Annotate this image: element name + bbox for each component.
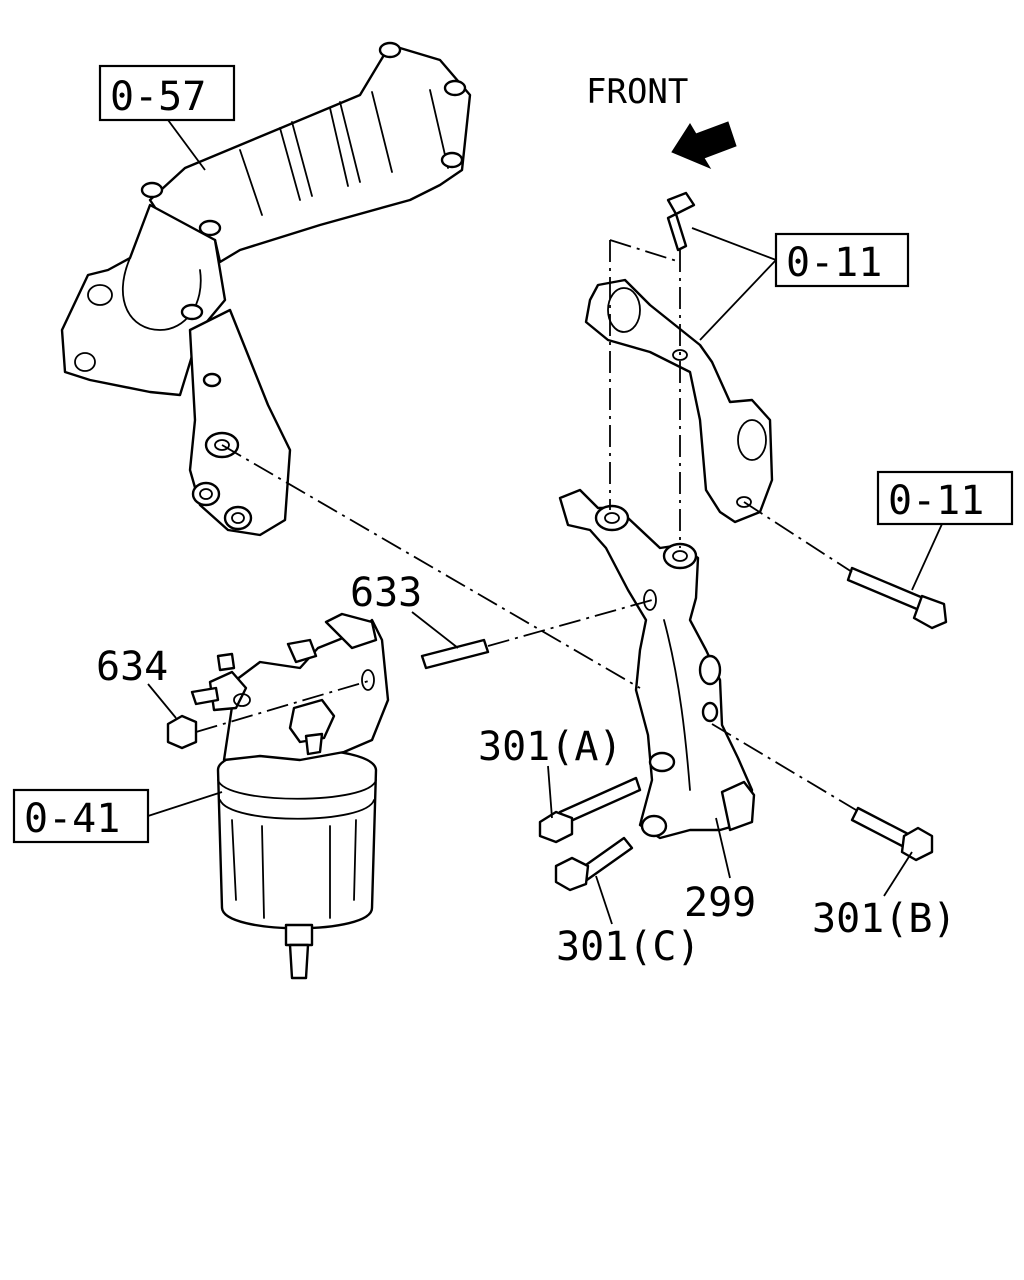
svg-text:299: 299 [684, 880, 756, 926]
fuel-filter-assembly [190, 612, 390, 980]
callout-0-11-right[interactable]: 0-11 [876, 470, 1014, 591]
svg-text:301(C): 301(C) [556, 924, 701, 970]
front-label: FRONT [586, 72, 688, 112]
nut-634 [166, 714, 198, 750]
svg-text:0-41: 0-41 [24, 796, 120, 842]
centerline-bracket-to-cooler [221, 444, 641, 689]
callout-633[interactable]: 633 [350, 570, 459, 649]
centerline-nut [195, 679, 373, 733]
egr-cooler-assembly [60, 41, 472, 537]
svg-text:301(A): 301(A) [478, 724, 623, 770]
svg-text:301(B): 301(B) [812, 896, 957, 942]
svg-text:633: 633 [350, 570, 422, 616]
bolt-301b [850, 806, 934, 862]
svg-text:0-11: 0-11 [888, 478, 984, 524]
callout-299[interactable]: 299 [684, 817, 756, 926]
bolt-top [666, 191, 696, 252]
callout-0-41[interactable]: 0-41 [12, 788, 223, 844]
bolt-301a [538, 776, 642, 844]
callout-634[interactable]: 634 [96, 644, 177, 719]
upper-mounting-bracket [584, 278, 774, 524]
callout-301b[interactable]: 301(B) [812, 851, 957, 942]
centerline-stud [487, 599, 653, 647]
svg-text:0-57: 0-57 [110, 74, 206, 120]
centerline-right-bolt [743, 501, 853, 573]
svg-text:634: 634 [96, 644, 168, 690]
callout-301a[interactable]: 301(A) [478, 724, 623, 819]
centerline-bracket-top [609, 239, 681, 263]
svg-text:0-11: 0-11 [786, 240, 882, 286]
callout-301c[interactable]: 301(C) [556, 875, 701, 970]
centerline-301b [711, 723, 857, 811]
front-arrow-icon [671, 121, 737, 170]
callout-0-11-top[interactable]: 0-11 [691, 227, 910, 341]
bolt-right [846, 566, 948, 630]
callout-0-57[interactable]: 0-57 [98, 64, 236, 171]
bolt-301c [554, 836, 634, 892]
bracket-299 [558, 488, 756, 840]
stud-633 [420, 638, 490, 670]
